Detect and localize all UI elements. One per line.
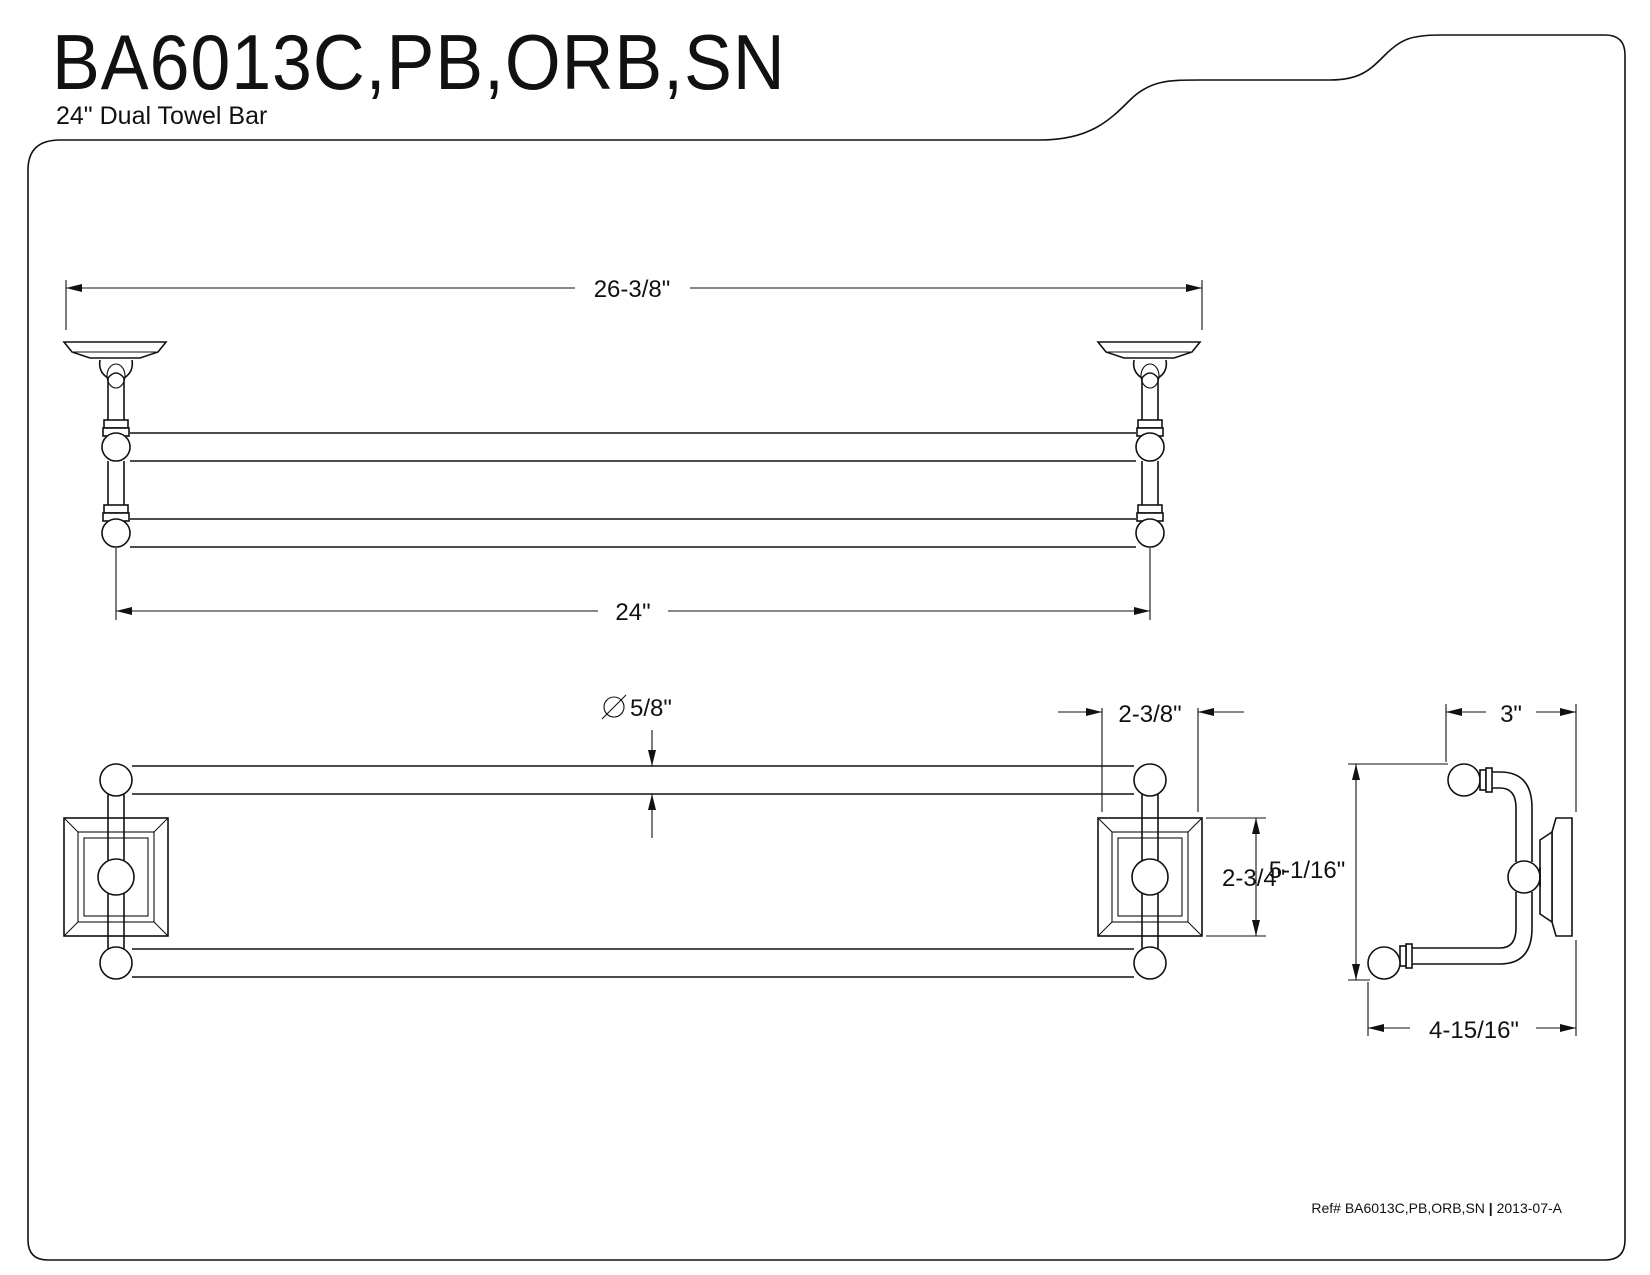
ref-separator: | [1488, 1200, 1493, 1216]
top-view [63, 694, 1266, 980]
dim-bracket-height: 2-3/4" [1222, 865, 1285, 892]
ref-revision: 2013-07-A [1496, 1200, 1562, 1216]
model-title: BA6013C,PB,ORB,SN [52, 18, 786, 106]
dim-bar-length: 24" [615, 599, 650, 626]
dim-overall-depth: 4-15/16" [1429, 1017, 1519, 1044]
dim-bar-diameter: 5/8" [630, 695, 672, 722]
dim-post-spacing: 2-3/8" [1118, 701, 1181, 728]
dim-overall-width: 26-3/8" [594, 276, 671, 303]
dim-projection: 3" [1500, 701, 1522, 728]
front-view [62, 280, 1203, 620]
reference-footer: Ref# BA6013C,PB,ORB,SN | 2013-07-A [1311, 1200, 1562, 1216]
side-view [1348, 704, 1577, 1036]
drawing-border [27, 34, 1626, 1261]
dim-overall-height: 5-1/16" [1269, 857, 1346, 884]
ref-label: Ref# BA6013C,PB,ORB,SN [1311, 1200, 1485, 1216]
product-description: 24" Dual Towel Bar [56, 102, 268, 130]
